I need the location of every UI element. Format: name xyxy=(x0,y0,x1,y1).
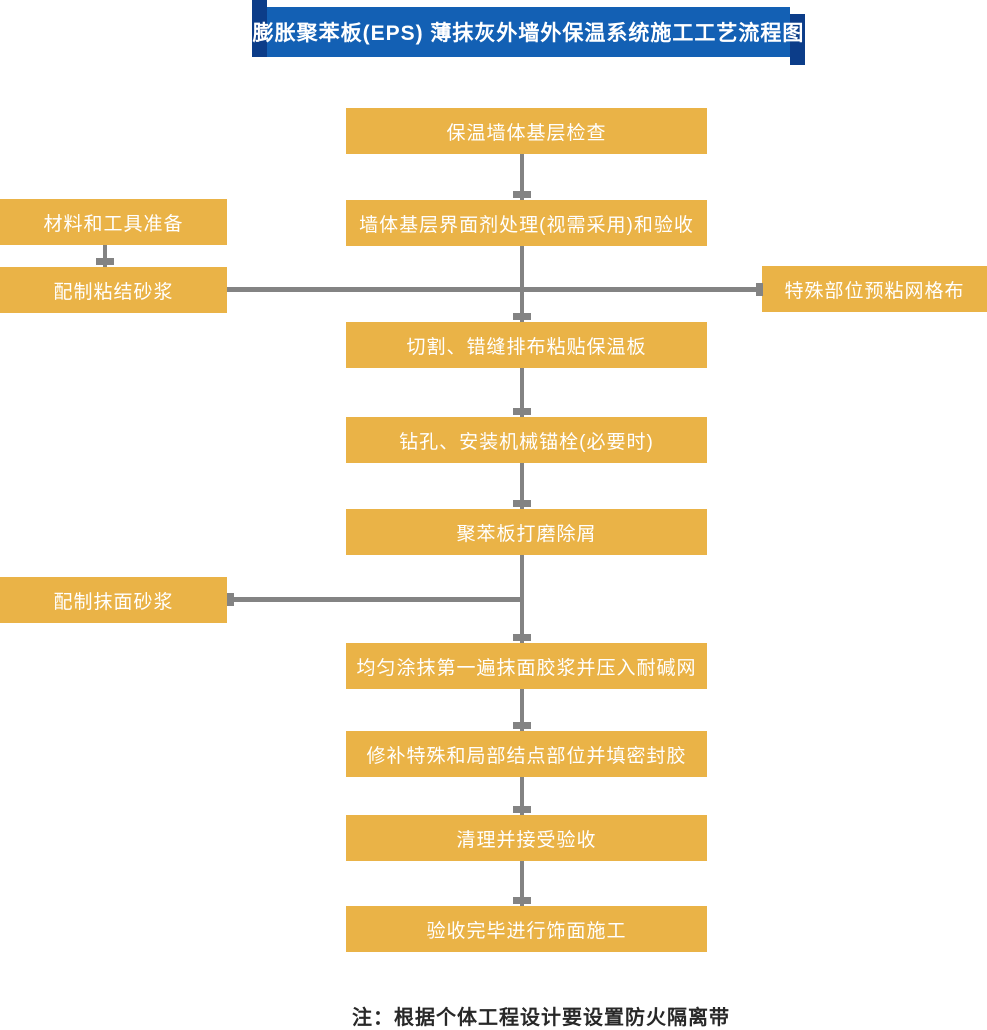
connector-h1 xyxy=(227,287,762,292)
arrowhead-down-icon xyxy=(513,634,531,641)
page-title: 膨胀聚苯板(EPS) 薄抹灰外墙外保温系统施工工艺流程图 xyxy=(252,22,805,45)
step-interface-treatment: 墙体基层界面剂处理(视需采用)和验收 xyxy=(346,200,707,246)
arrowhead-down-icon xyxy=(513,500,531,507)
title-banner: 膨胀聚苯板(EPS) 薄抹灰外墙外保温系统施工工艺流程图 xyxy=(253,7,803,57)
step-anchor-install: 钻孔、安装机械锚栓(必要时) xyxy=(346,417,707,463)
step-board-sanding: 聚苯板打磨除屑 xyxy=(346,509,707,555)
arrowhead-down-icon xyxy=(513,408,531,415)
arrowhead-right-icon xyxy=(756,283,763,296)
side-step-mesh-prepaste: 特殊部位预粘网格布 xyxy=(762,266,987,312)
connector-v2 xyxy=(520,246,524,322)
arrowhead-down-icon xyxy=(513,722,531,729)
step-node-repair-sealant: 修补特殊和局部结点部位并填密封胶 xyxy=(346,731,707,777)
connector-v4 xyxy=(520,463,524,509)
connector-v3 xyxy=(520,368,524,417)
arrowhead-down-icon xyxy=(513,313,531,320)
connector-v7 xyxy=(520,777,524,815)
connector-v6 xyxy=(520,689,524,731)
step-board-bonding: 切割、错缝排布粘贴保温板 xyxy=(346,322,707,368)
arrowhead-down-icon xyxy=(513,191,531,198)
step-finish-construction: 验收完毕进行饰面施工 xyxy=(346,906,707,952)
arrowhead-down-icon xyxy=(96,258,114,265)
step-base-inspection: 保温墙体基层检查 xyxy=(346,108,707,154)
connector-left-v xyxy=(103,245,107,267)
connector-v1 xyxy=(520,154,524,200)
title-accent-right xyxy=(790,14,805,65)
step-cleanup-acceptance: 清理并接受验收 xyxy=(346,815,707,861)
arrowhead-left-icon xyxy=(227,593,234,606)
connector-h2 xyxy=(227,597,524,602)
connector-v8 xyxy=(520,861,524,906)
side-step-plaster-mortar: 配制抹面砂浆 xyxy=(0,577,227,623)
side-step-bonding-mortar: 配制粘结砂浆 xyxy=(0,267,227,313)
arrowhead-down-icon xyxy=(513,897,531,904)
step-first-coat-mesh: 均匀涂抹第一遍抹面胶浆并压入耐碱网 xyxy=(346,643,707,689)
arrowhead-down-icon xyxy=(513,806,531,813)
title-accent-left xyxy=(252,0,267,57)
side-step-material-prep: 材料和工具准备 xyxy=(0,199,227,245)
note-text: 注：根据个体工程设计要设置防火隔离带 xyxy=(352,1007,730,1029)
